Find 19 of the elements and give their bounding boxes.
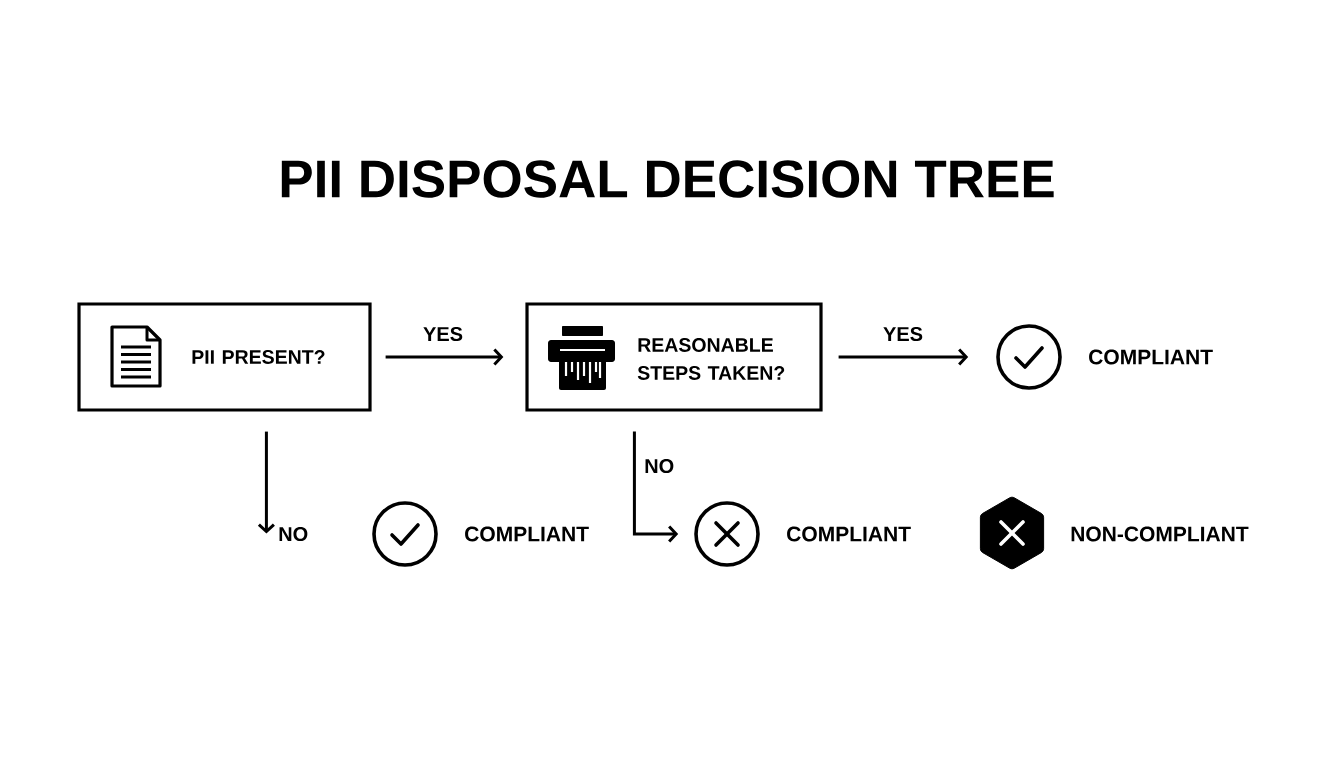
status-label: COMPLIANT xyxy=(787,526,911,542)
arrow xyxy=(257,431,275,534)
status-label: COMPLIANT xyxy=(465,526,589,542)
cross-hexagon xyxy=(979,496,1045,570)
decision-box: PII PRESENT? xyxy=(77,302,372,412)
arrow xyxy=(838,348,969,366)
edge-label: NO xyxy=(643,457,676,475)
edge-label: YES xyxy=(882,325,924,343)
edge-label: NO xyxy=(277,525,310,543)
status-label: NON-COMPLIANT xyxy=(1071,526,1249,542)
title: PII DISPOSAL DECISION TREE xyxy=(281,160,1054,198)
check-circle xyxy=(372,501,438,567)
check-circle xyxy=(996,324,1062,390)
arrow xyxy=(385,348,504,366)
cross-circle xyxy=(694,501,760,567)
arrow xyxy=(632,431,679,543)
decision-box: REASONABLE STEPS TAKEN? xyxy=(525,302,823,412)
edge-label: YES xyxy=(422,325,464,343)
status-label: COMPLIANT xyxy=(1089,349,1213,365)
